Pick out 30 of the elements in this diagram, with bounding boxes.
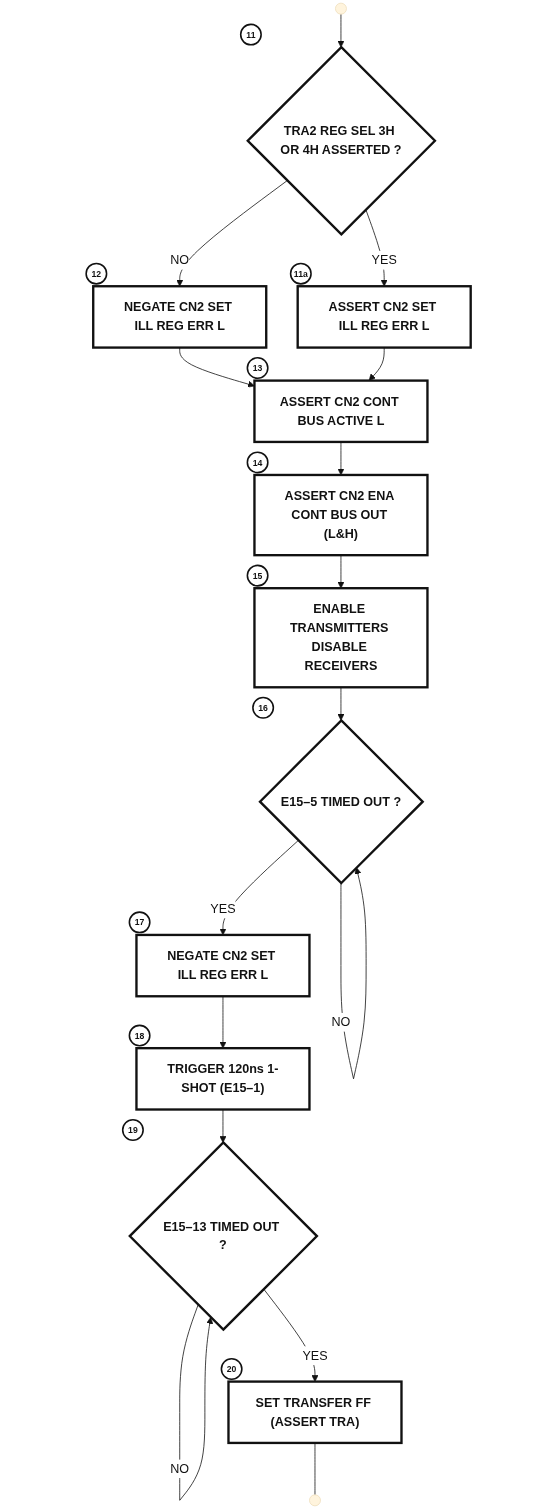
step-number-circle: 18 [128,1024,151,1047]
step-number-circle: 13 [246,357,269,380]
arrow [178,1304,213,1501]
node-box: TRIGGER 120ns 1-SHOT (E15–1) [134,1047,311,1111]
node-diamond: E15–5 TIMED OUT ? [257,718,424,885]
step-number-circle: 15 [246,564,269,587]
step-number-circle: 14 [246,451,269,474]
step-number-circle: 19 [121,1118,144,1141]
connector [314,1442,315,1496]
edge-label: YES [209,901,236,916]
node-box: ASSERT CN2 CONT BUS ACTIVE L [252,379,429,444]
step-number-circle: 16 [251,696,274,719]
node-box: ENABLE TRANSMITTERS DISABLE RECEIVERS [252,587,429,689]
step-number-circle: 11 [239,23,262,46]
node-diamond: E15–13 TIMED OUT ? [127,1140,319,1332]
step-number-circle: 11a [289,262,312,285]
edge-label: NO [169,253,189,267]
node-diamond: TRA2 REG SEL 3H OR 4H ASSERTED ? [245,45,437,236]
step-number-circle: 17 [128,911,151,934]
step-number-circle: 20 [220,1358,243,1380]
node-box: ASSERT CN2 ENA CONT BUS OUT (L&H) [252,473,429,557]
edge-label: YES [371,253,397,267]
node-box: SET TRANSFER FF (ASSERT TRA) [226,1380,403,1445]
edge-label: NO [169,1461,189,1476]
node-box: ASSERT CN2 SET ILL REG ERR L [296,285,472,349]
node-box: NEGATE CN2 SET ILL REG ERR L [91,285,267,349]
step-number-circle: 12 [84,262,107,285]
node-box: NEGATE CN2 SET ILL REG ERR L [134,933,311,998]
edge-label: YES [301,1348,328,1362]
edge-label: NO [331,1015,350,1029]
